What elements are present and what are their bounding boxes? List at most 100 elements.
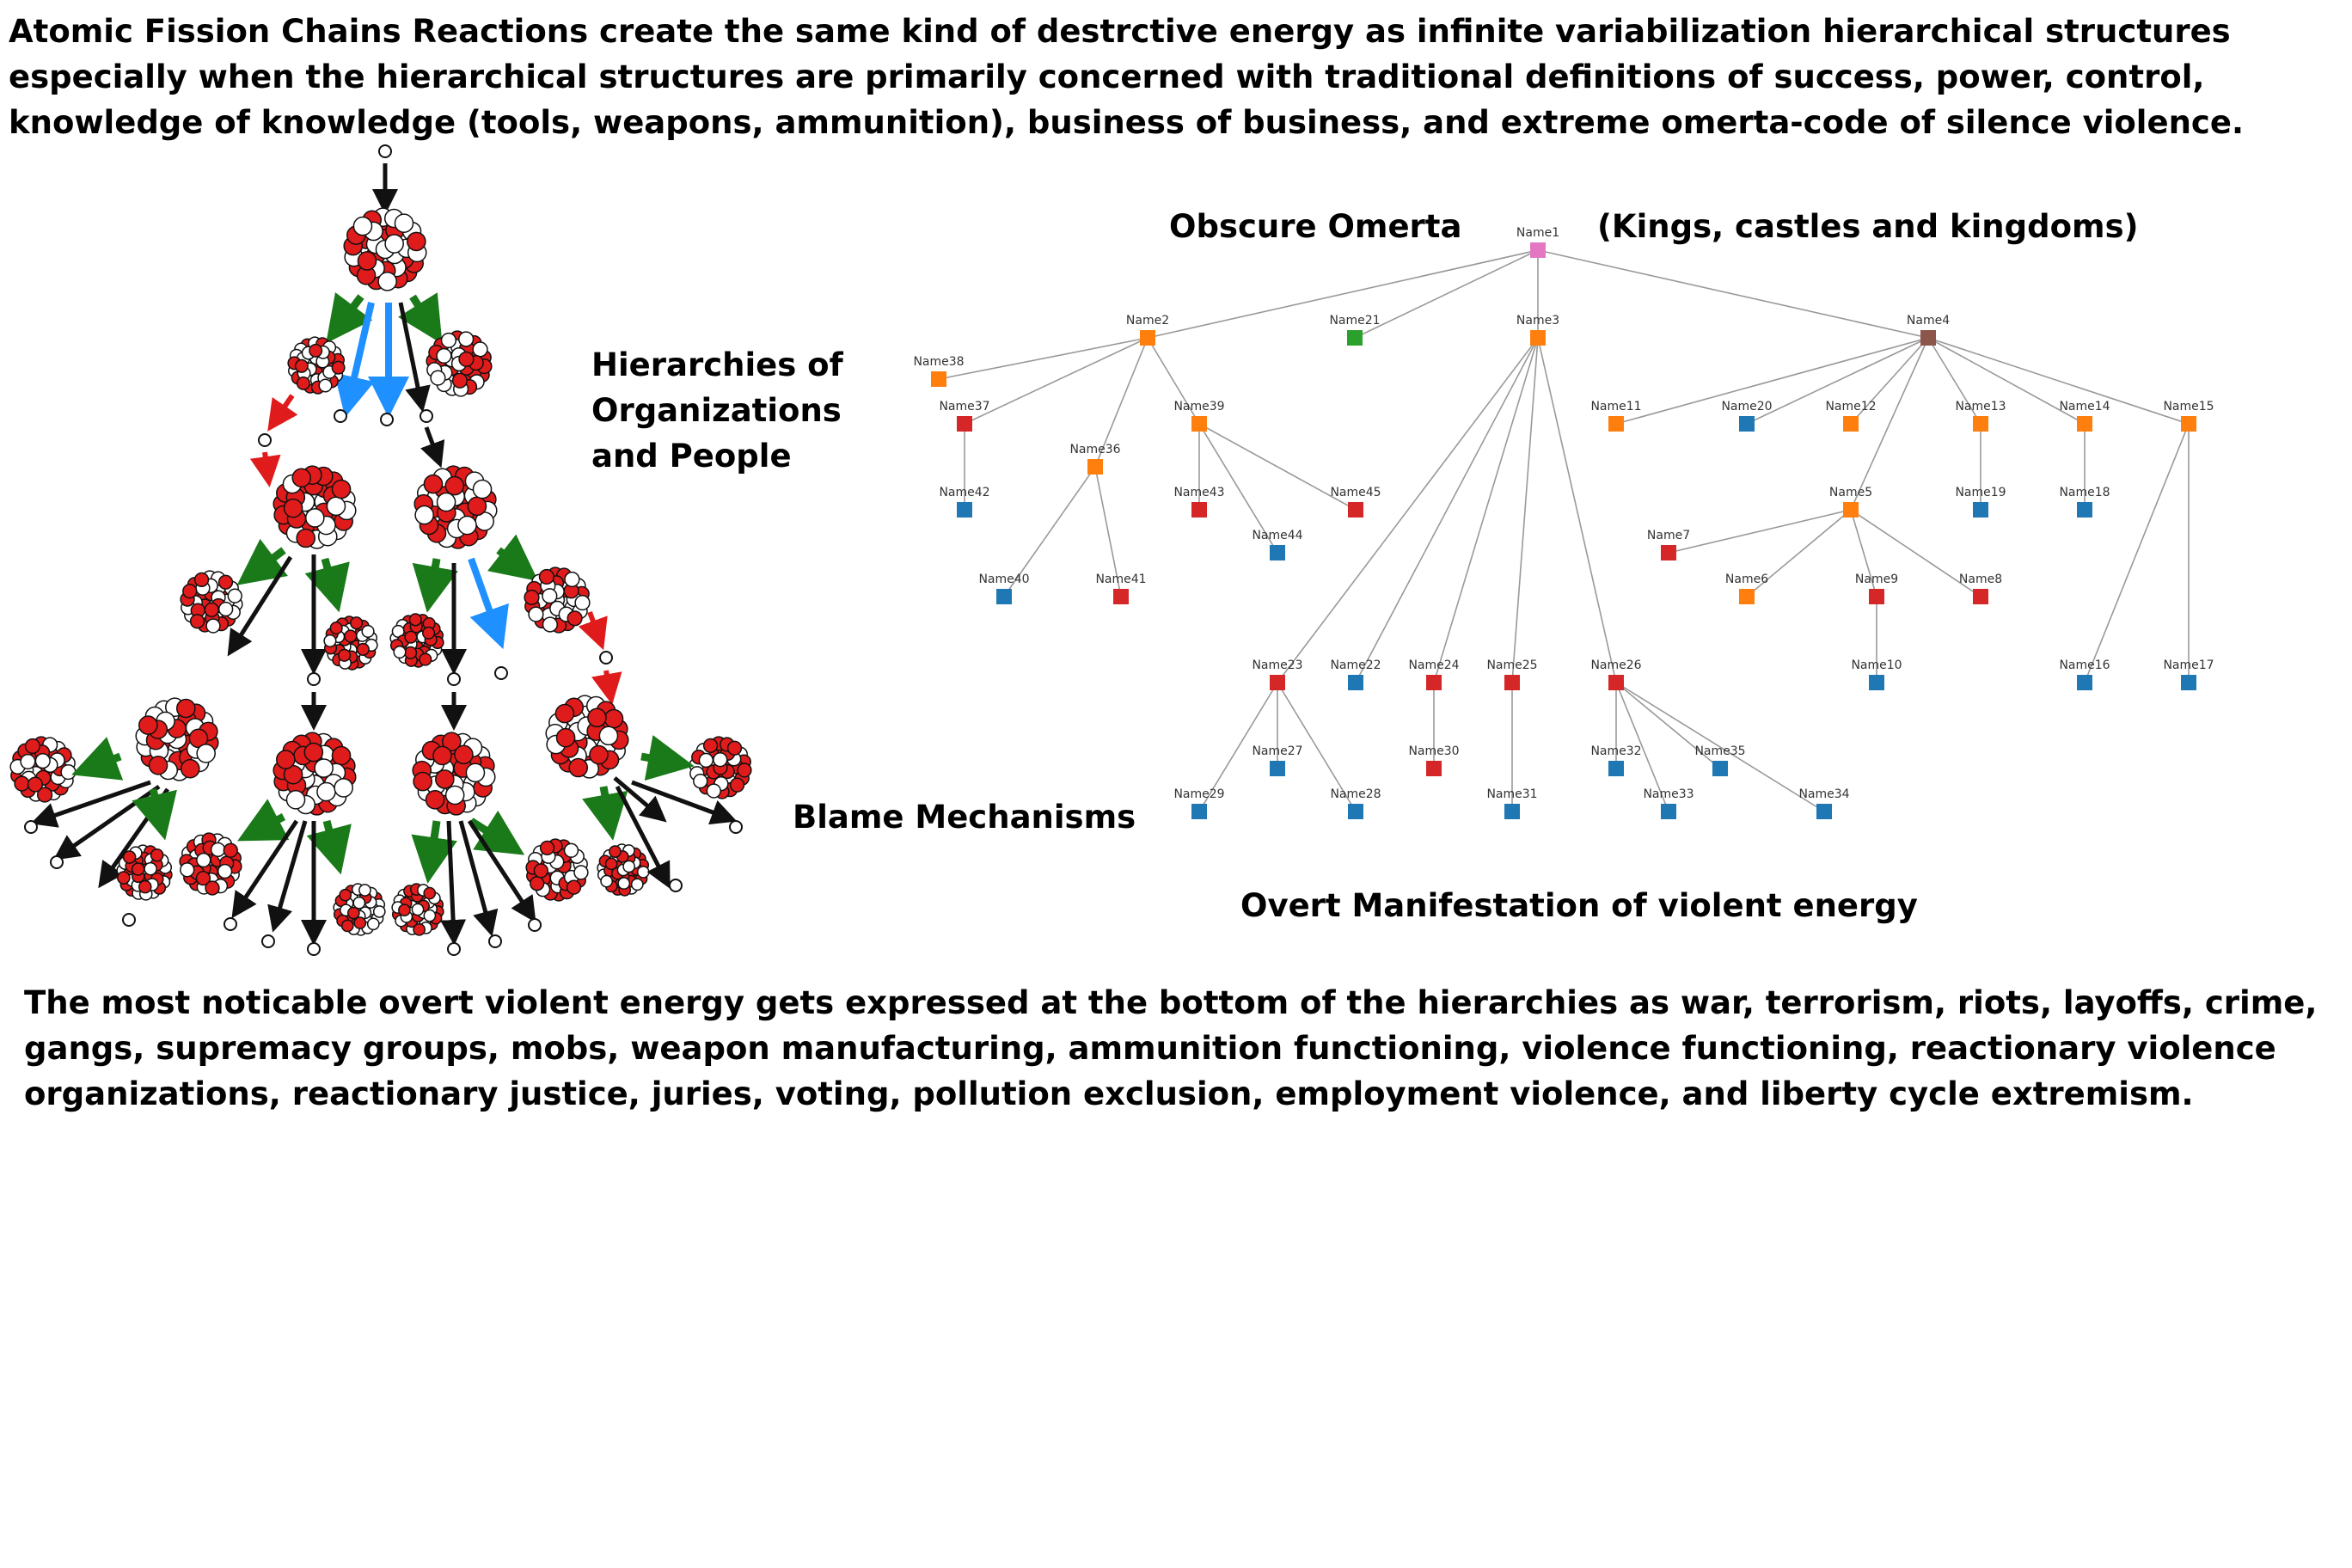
tree-edge: [1537, 249, 1929, 339]
tree-node: Name39: [1173, 400, 1225, 432]
tree-node: Name29: [1173, 787, 1225, 819]
nucleus: [391, 883, 444, 936]
tree-edge: [1746, 337, 1929, 425]
neutron: [729, 820, 743, 834]
fission-arrow: [458, 820, 499, 937]
tree-node: Name38: [913, 355, 965, 387]
nucleus: [333, 883, 386, 936]
tree-node-label: Name12: [1825, 400, 1876, 413]
tree-node-label: Name8: [1959, 573, 2002, 586]
tree-edge: [1615, 337, 1929, 425]
tree-node: Name34: [1798, 787, 1850, 819]
obscure-omerta-label: Obscure Omerta: [1169, 208, 1462, 245]
tree-node-label: Name45: [1330, 486, 1381, 499]
neutron: [307, 942, 321, 956]
blame-mechanisms-label: Blame Mechanisms: [793, 799, 1136, 836]
fission-arrow: [487, 534, 539, 582]
tree-edge: [1147, 249, 1539, 339]
fission-arrow: [326, 292, 373, 344]
tree-edge: [1511, 337, 1539, 683]
overt-manifestation-label: Overt Manifestation of violent energy: [1240, 887, 1918, 924]
fission-arrow: [231, 819, 299, 919]
tree-node: Name12: [1825, 400, 1877, 432]
nucleus: [180, 570, 243, 634]
fission-arrow: [227, 555, 293, 657]
nucleus: [179, 832, 242, 896]
tree-edge: [1615, 682, 1825, 812]
fission-arrow: [411, 820, 457, 884]
tree-node: Name6: [1725, 573, 1768, 604]
tree-node-label: Name32: [1590, 744, 1641, 758]
fission-arrow: [591, 670, 622, 705]
neutron: [420, 409, 433, 423]
tree-node: Name43: [1173, 486, 1225, 518]
tree-edge: [1615, 682, 1669, 812]
tree-node: Name2: [1126, 314, 1169, 346]
footer-text: The most noticable overt violent energy …: [24, 984, 2318, 1112]
fission-arrow: [304, 557, 350, 613]
tree-node-label: Name7: [1647, 529, 1690, 542]
fission-arrow: [582, 786, 628, 841]
tree-node-label: Name29: [1173, 787, 1224, 801]
fission-arrow: [334, 302, 375, 418]
tree-node: Name22: [1330, 658, 1381, 690]
tree-node-label: Name44: [1252, 529, 1302, 542]
tree-node: Name42: [939, 486, 990, 518]
tree-node-label: Name25: [1486, 658, 1537, 672]
neutron: [261, 934, 275, 948]
neutron: [334, 409, 347, 423]
tree-node-label: Name39: [1173, 400, 1224, 413]
tree-node: Name17: [2163, 658, 2214, 690]
tree-node-label: Name9: [1855, 573, 1898, 586]
tree-node-label: Name20: [1721, 400, 1772, 413]
tree-node: Name36: [1069, 443, 1121, 475]
tree-edge: [2084, 423, 2190, 683]
tree-node: Name24: [1408, 658, 1460, 690]
tree-node-label: Name4: [1907, 314, 1950, 328]
tree-node: Name23: [1252, 658, 1303, 690]
tree-edge: [1668, 509, 1852, 554]
fission-arrow: [30, 780, 151, 828]
tree-node: Name37: [939, 400, 990, 432]
tree-node-label: Name35: [1694, 744, 1745, 758]
tree-edge: [1277, 337, 1539, 683]
nucleus: [389, 613, 444, 668]
tree-node: Name3: [1516, 314, 1559, 346]
tree-edge: [964, 337, 1148, 425]
tree-node-label: Name42: [939, 486, 989, 499]
tree-edge: [1537, 337, 1617, 683]
tree-node-label: Name11: [1590, 400, 1641, 413]
neutron: [258, 433, 272, 447]
tree-node: Name1: [1516, 226, 1559, 258]
fission-arrow: [237, 799, 290, 842]
tree-node-label: Name31: [1486, 787, 1537, 801]
tree-edge: [1198, 423, 1357, 511]
tree-node-label: Name16: [2059, 658, 2110, 672]
tree-node: Name31: [1486, 787, 1538, 819]
tree-node: Name21: [1329, 314, 1381, 346]
hierarchies-label: Hierarchies of Organizations and People: [591, 346, 843, 475]
tree-node-label: Name43: [1173, 486, 1224, 499]
tree-node: Name19: [1955, 486, 2006, 518]
tree-edge: [1433, 337, 1539, 683]
fission-arrow: [631, 780, 738, 825]
tree-node: Name33: [1643, 787, 1694, 819]
nucleus: [413, 465, 498, 549]
tree-node: Name15: [2163, 400, 2214, 432]
tree-edge: [1850, 337, 1929, 511]
tree-edges: [938, 249, 2190, 812]
nucleus: [9, 736, 77, 803]
tree-edge: [1850, 509, 1877, 597]
tree-node-label: Name33: [1643, 787, 1694, 801]
tree-edge: [1094, 337, 1148, 468]
tree-edge: [938, 337, 1148, 380]
tree-node: Name8: [1959, 573, 2002, 604]
neutron: [599, 651, 613, 665]
fission-arrow: [420, 426, 445, 469]
tree-node-label: Name34: [1798, 787, 1849, 801]
tree-node-label: Name24: [1408, 658, 1459, 672]
tree-node-label: Name2: [1126, 314, 1169, 328]
neutron: [528, 918, 542, 932]
tree-edge: [1198, 423, 1278, 554]
